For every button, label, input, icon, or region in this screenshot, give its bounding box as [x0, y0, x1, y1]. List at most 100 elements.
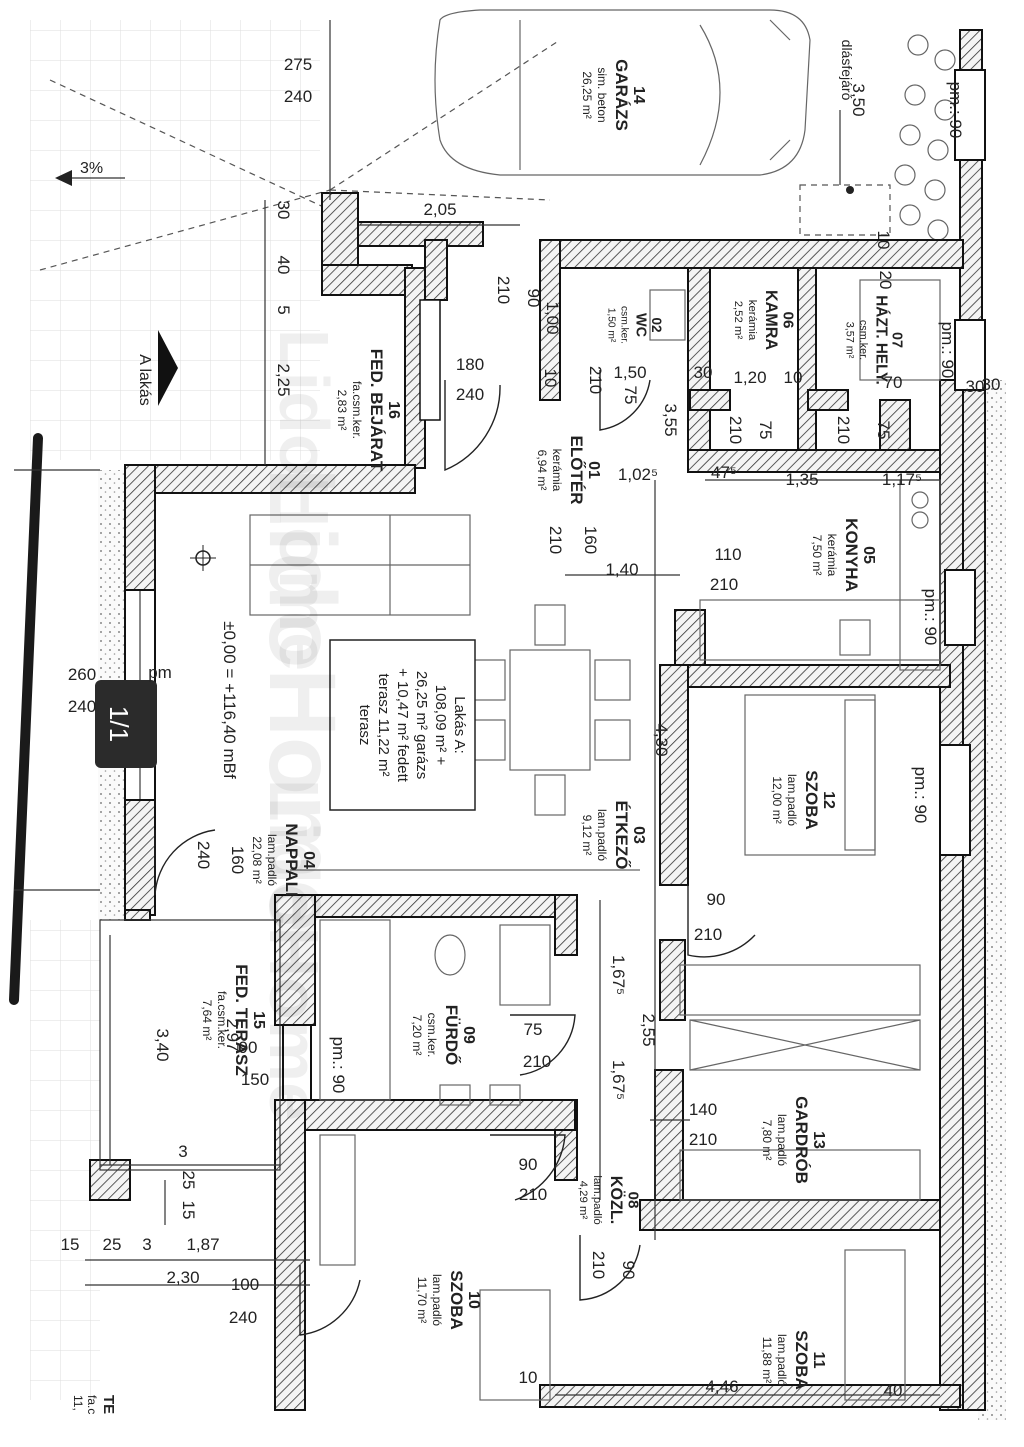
room-name: FED. TERASZ	[232, 964, 251, 1075]
room-number: 12	[820, 791, 837, 809]
paving-top	[30, 20, 320, 460]
dimension-d30d: 30	[982, 375, 1001, 394]
dimension-d240b: 240	[456, 385, 484, 404]
summary-line-5: terasz 11,22 m²	[375, 673, 392, 776]
dimension-d15a: 15	[179, 1201, 198, 1220]
dimension-d2_05: 2,05	[423, 200, 456, 219]
walls	[89, 29, 986, 1411]
room-name: WC	[633, 313, 649, 338]
room-material: lam.padló	[430, 1274, 444, 1326]
partial-room-area: 11,	[71, 1395, 85, 1411]
room-material: lam.padló	[775, 1114, 789, 1166]
summary-line-4: + 10,47 m² fedett	[394, 668, 411, 783]
dimension-d3_55: 3,55	[661, 403, 680, 436]
room-area: 4,29 m²	[577, 1181, 589, 1220]
room-number: 02	[649, 317, 664, 333]
site-boundary-line	[9, 433, 43, 1005]
room-material: kerámia	[550, 449, 564, 492]
dimension-d160b: 160	[228, 846, 247, 874]
watermark: LidoHome	[249, 468, 355, 932]
room-name: FÜRDŐ	[442, 1005, 461, 1065]
dimension-d210e: 210	[546, 526, 565, 554]
unit-label: A lakás	[136, 354, 153, 406]
dimension-d210f: 210	[710, 575, 738, 594]
dimension-d275: 275	[284, 55, 312, 74]
room-material: csm.ker.	[857, 320, 869, 360]
slope-label: 3%	[80, 160, 103, 177]
room-name: GARÁZS	[612, 59, 631, 131]
dimension-d240a: 240	[284, 87, 312, 106]
room-name: SZOBA	[792, 1330, 811, 1390]
dimension-d90b: 90	[707, 890, 726, 909]
slope-arrow-icon	[55, 170, 125, 186]
room-number: 08	[624, 1192, 641, 1209]
dimension-lines	[85, 20, 940, 1396]
dimension-d160a: 160	[581, 526, 600, 554]
room-name: FED. BEJÁRAT	[367, 349, 386, 472]
dimension-d1_67b: 1,67⁵	[609, 1060, 628, 1100]
dimension-d15b: 15	[61, 1235, 80, 1254]
summary-line-2: 108,09 m² +	[432, 685, 449, 766]
dimension-d100: 100	[231, 1275, 259, 1294]
dimension-d2_30: 2,30	[166, 1268, 199, 1287]
furniture	[249, 279, 941, 1401]
dimension-d90a: 90	[524, 289, 543, 308]
doors	[154, 370, 756, 1336]
dimension-d25a: 25	[179, 1171, 198, 1190]
room-name: NAPPALI	[282, 823, 301, 896]
dimension-d1_20: 1,20	[733, 368, 766, 387]
room-number: 05	[860, 546, 877, 564]
room-number: 15	[250, 1011, 267, 1029]
room-name: HÁZT. HELY.	[872, 295, 889, 385]
room-number: 06	[779, 312, 796, 329]
room-area: 2,52 m²	[732, 301, 744, 340]
dimension-d2_25: 2,25	[274, 363, 293, 396]
room-material: lam.padló	[595, 809, 609, 861]
dimension-d3_40: 3,40	[153, 1028, 172, 1061]
room-material: lam.padló	[591, 1175, 603, 1224]
dimension-d75c: 75	[874, 421, 893, 440]
dimension-pm90e: pm.: 90	[329, 1037, 348, 1094]
dimension-d140: 140	[689, 1100, 717, 1119]
room-number: 16	[385, 401, 402, 419]
dimension-d1_67a: 1,67⁵	[609, 955, 628, 995]
dimension-d3_50: 3,50	[849, 83, 868, 116]
room-number: 03	[630, 826, 647, 844]
room-area: 11,88 m²	[760, 1337, 774, 1383]
dimension-d30b: 30	[694, 363, 713, 382]
partial-room-label: TE	[100, 1395, 117, 1414]
dimension-d1_00: 1,00	[543, 301, 562, 334]
dimension-d4_30: 4,30	[652, 723, 671, 756]
room-area: 6,94 m²	[535, 450, 549, 491]
room-number: 09	[460, 1026, 477, 1044]
dimension-d2_97: 2,97	[223, 1018, 242, 1051]
room-name: KONYHA	[842, 518, 861, 592]
dimension-d10b: 10	[784, 368, 803, 387]
terrace-outline	[99, 919, 281, 1171]
summary-line-3: 26,25 m² garázs	[413, 671, 430, 779]
dimension-d90d: 90	[519, 1155, 538, 1174]
dimension-d40: 40	[274, 256, 293, 275]
dimension-d1_17: 1,17⁵	[882, 470, 922, 489]
dimension-d10d: 10	[519, 1368, 538, 1387]
dimension-d40b: 40	[884, 1381, 903, 1400]
room-material: fa.csm.ker.	[215, 991, 229, 1049]
room-number: 07	[889, 332, 905, 348]
dimension-d25b: 25	[103, 1235, 122, 1254]
room-area: 7,80 m²	[760, 1120, 774, 1161]
room-name: KAMRA	[762, 290, 780, 350]
room-area: 2,83 m²	[335, 390, 349, 431]
room-name: GARDRÓB	[792, 1096, 811, 1184]
room-area: 7,64 m²	[200, 1000, 214, 1041]
watermark-3: LidoHome	[255, 779, 333, 1121]
room-area: 1,50 m²	[606, 308, 617, 343]
dimension-d210a: 210	[494, 276, 513, 304]
